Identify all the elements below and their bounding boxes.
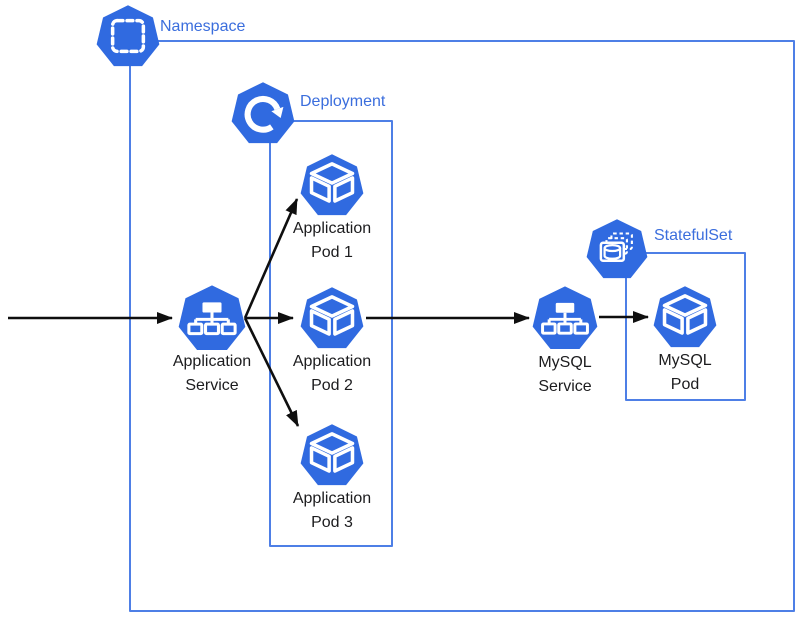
mysql-pod-node: MySQL Pod: [653, 285, 717, 393]
app-pod-2-label: Application Pod 2: [257, 350, 407, 398]
pod-icon: [300, 286, 364, 350]
namespace-label: Namespace: [160, 18, 246, 35]
namespace-icon: [96, 4, 160, 68]
app-pod-1-label: Application Pod 1: [257, 217, 407, 265]
mysql-pod-label: MySQL Pod: [610, 349, 760, 397]
label-line1: Application: [292, 353, 372, 370]
label-line2: Pod: [670, 376, 700, 393]
mysql-service-label: MySQL Service: [490, 351, 640, 399]
service-icon: [178, 284, 246, 352]
label-line1: MySQL: [658, 352, 712, 369]
service-icon: [532, 285, 598, 351]
pod-icon: [300, 153, 364, 217]
label-line2: Service: [185, 377, 239, 394]
label-line1: MySQL: [538, 354, 592, 371]
statefulset-icon: [586, 218, 648, 280]
app-pod-1-node: Application Pod 1: [293, 153, 371, 261]
app-pod-3-label: Application Pod 3: [257, 487, 407, 535]
deployment-icon: [231, 81, 295, 145]
label-line2: Service: [538, 378, 592, 395]
statefulset-boundary-box: [625, 252, 746, 401]
pod-icon: [300, 423, 364, 487]
label-line1: Application: [292, 490, 372, 507]
mysql-service-node: MySQL Service: [532, 285, 598, 395]
label-line2: Pod 1: [311, 244, 353, 261]
app-service-node: Application Service: [173, 284, 251, 394]
label-line2: Pod 3: [311, 514, 353, 531]
label-line1: Application: [292, 220, 372, 237]
statefulset-label: StatefulSet: [654, 227, 733, 244]
namespace-boundary-box: [129, 40, 795, 612]
app-service-label: Application Service: [137, 350, 287, 398]
pod-icon: [653, 285, 717, 349]
deployment-label: Deployment: [300, 93, 386, 110]
app-pod-3-node: Application Pod 3: [293, 423, 371, 531]
label-line2: Pod 2: [311, 377, 353, 394]
label-line1: Application: [172, 353, 252, 370]
app-pod-2-node: Application Pod 2: [293, 286, 371, 394]
